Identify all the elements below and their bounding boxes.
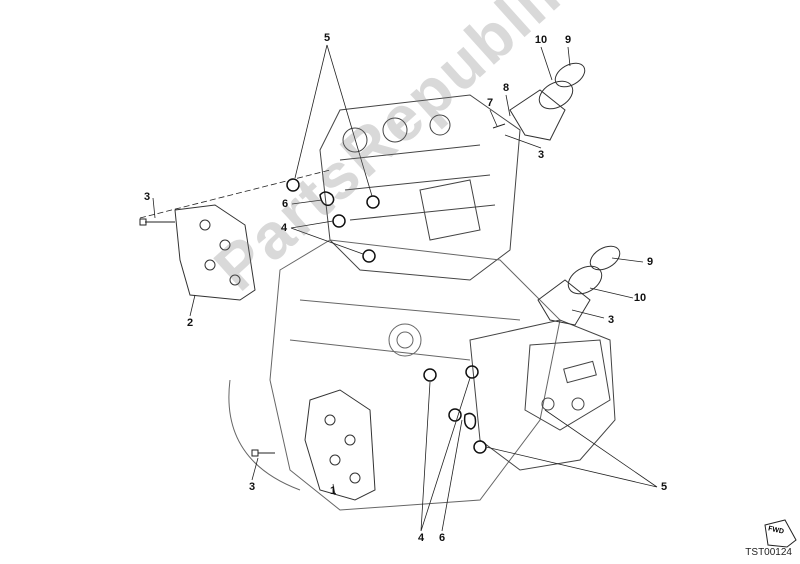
belt-cover-2 [174, 204, 256, 301]
leader-lines [139, 44, 658, 532]
callout-5: 5 [660, 481, 668, 493]
callout-9: 9 [564, 34, 572, 46]
o-rings [286, 178, 487, 454]
callout-1: 1 [329, 485, 337, 497]
belt-cover-1 [304, 389, 376, 501]
callout-3: 3 [248, 481, 256, 493]
callout-10: 10 [534, 34, 548, 46]
callout-9: 9 [646, 256, 654, 268]
callout-3: 3 [607, 314, 615, 326]
callout-7: 7 [486, 97, 494, 109]
callout-8: 8 [502, 82, 510, 94]
callout-4: 4 [417, 532, 425, 544]
callout-3: 3 [537, 149, 545, 161]
crankcase [228, 239, 561, 511]
callout-5: 5 [323, 32, 331, 44]
drawing-code: TST00124 [745, 547, 792, 558]
callout-6: 6 [438, 532, 446, 544]
bolts [139, 123, 506, 457]
callout-3: 3 [143, 191, 151, 203]
callout-6: 6 [281, 198, 289, 210]
front-cylinder-head [469, 319, 616, 471]
callout-4: 4 [280, 222, 288, 234]
callout-2: 2 [186, 317, 194, 329]
intake-manifold-upper [509, 62, 586, 141]
callout-10: 10 [633, 292, 647, 304]
fwd-arrow-icon [764, 519, 797, 548]
